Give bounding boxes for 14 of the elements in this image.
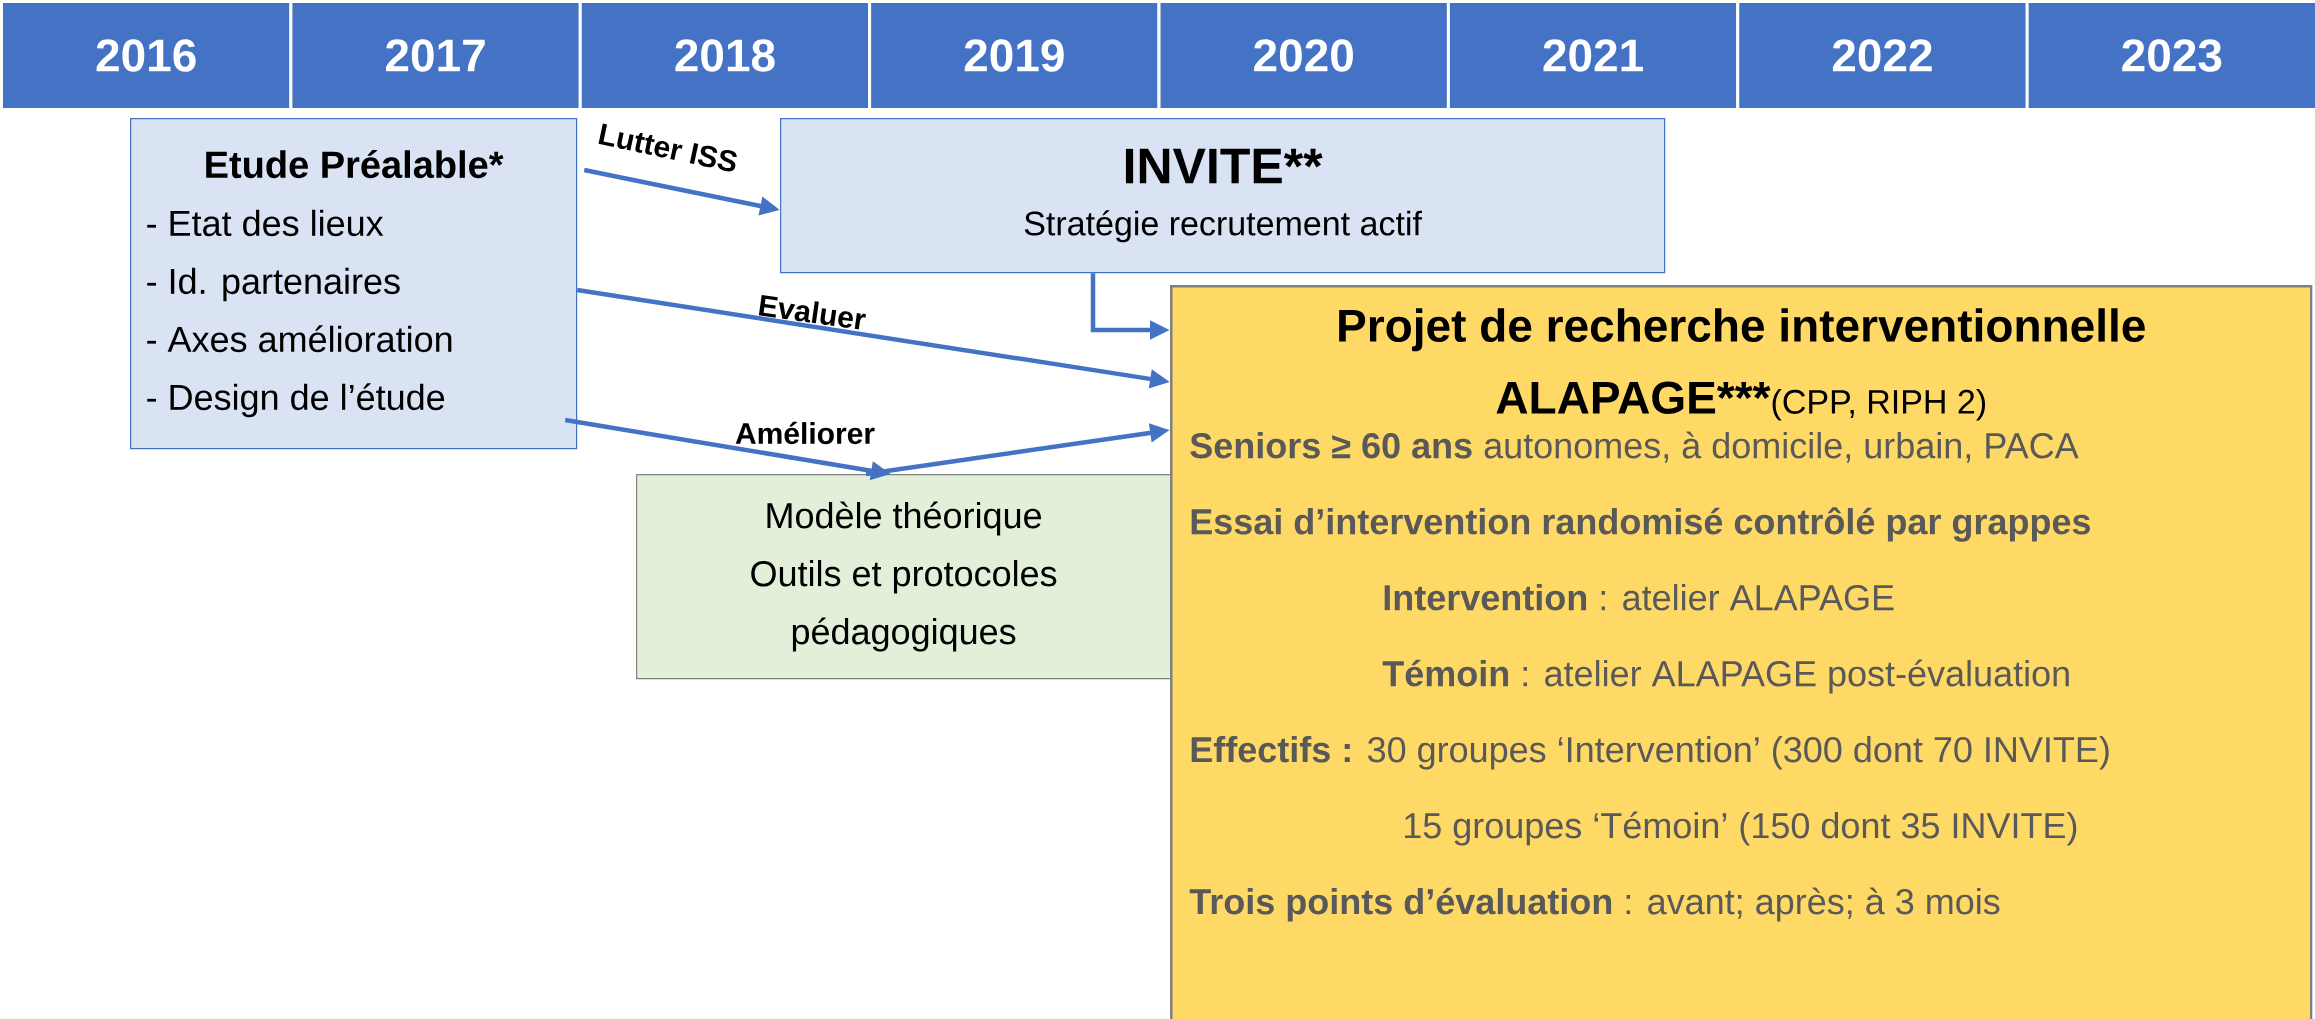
- year-cell: 2019: [868, 0, 1161, 111]
- year-cell: 2022: [1736, 0, 2029, 111]
- year-cell: 2018: [578, 0, 872, 111]
- project-box: INVITE** Stratégie recrutement actif: [780, 118, 1666, 274]
- study-box: Etude Préalable* - Etat des lieux - Id. partenaires - Axes amélioration - Design de l’étude: [130, 118, 578, 450]
- edge-label: Evaluer: [758, 294, 866, 330]
- year-cell: 2023: [2025, 0, 2315, 111]
- year-cell: 2020: [1157, 0, 1450, 111]
- year-cell: 2021: [1446, 0, 1740, 111]
- edge-label: Améliorer: [735, 421, 875, 445]
- year-cell: 2016: [0, 0, 293, 111]
- year-cell: 2017: [289, 0, 582, 111]
- edge-label: Lutter ISS: [598, 123, 737, 172]
- model-box: Modèle théorique Outils et protocoles pédagogiques: [636, 474, 1172, 680]
